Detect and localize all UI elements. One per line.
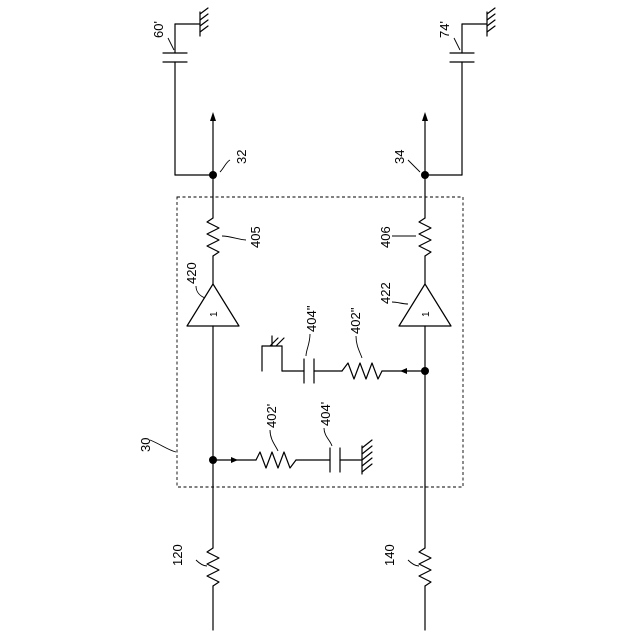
label-34: 34 xyxy=(392,150,407,164)
arrow-to-402p xyxy=(231,457,238,463)
label-402p: 402' xyxy=(264,404,279,428)
buffer-422-symbol: 1 xyxy=(421,311,432,317)
buffer-420: 1 xyxy=(187,284,239,326)
resistor-140 xyxy=(419,485,431,630)
resistor-405 xyxy=(207,218,219,256)
label-74p: 74' xyxy=(437,21,452,38)
buffer-422: 1 xyxy=(399,284,451,326)
label-404p: 404' xyxy=(318,402,333,426)
resistor-120 xyxy=(207,485,219,630)
leader-422 xyxy=(392,302,408,304)
label-402pp: 402'' xyxy=(348,307,363,334)
leader-402p xyxy=(270,430,278,451)
leader-405 xyxy=(222,236,246,240)
label-420: 420 xyxy=(184,262,199,284)
ground-60p-icon xyxy=(175,8,208,36)
capacitor-74p xyxy=(450,24,474,62)
leader-140 xyxy=(408,560,419,566)
buffer-420-symbol: 1 xyxy=(209,311,220,317)
label-140: 140 xyxy=(382,544,397,566)
label-405: 405 xyxy=(248,226,263,248)
label-30: 30 xyxy=(138,438,153,452)
label-404pp: 404'' xyxy=(304,305,319,332)
resistor-402p xyxy=(256,452,330,468)
ground-404pp-icon xyxy=(262,336,284,371)
output-arrow-34-head xyxy=(422,112,428,121)
leader-74p xyxy=(454,38,460,50)
leader-404p xyxy=(324,428,332,446)
ground-404p-icon xyxy=(362,440,372,474)
capacitor-404p xyxy=(330,448,362,472)
ground-74p-icon xyxy=(462,8,495,36)
leader-60p xyxy=(168,38,174,50)
leader-420 xyxy=(196,286,205,298)
resistor-402pp xyxy=(314,363,382,379)
arrow-to-402pp xyxy=(400,368,407,374)
capacitor-60p xyxy=(163,24,187,62)
leader-34 xyxy=(408,160,420,172)
label-32: 32 xyxy=(234,150,249,164)
capacitor-404pp xyxy=(282,359,314,383)
leader-404pp xyxy=(306,334,310,356)
leader-30 xyxy=(150,440,176,452)
label-60p: 60' xyxy=(151,21,166,38)
resistor-406 xyxy=(419,218,431,256)
leader-120 xyxy=(196,560,207,566)
label-422: 422 xyxy=(378,282,393,304)
module-30-boundary xyxy=(177,197,463,487)
label-120: 120 xyxy=(170,544,185,566)
output-arrow-32-head xyxy=(210,112,216,121)
leader-32 xyxy=(220,160,230,172)
label-406: 406 xyxy=(378,226,393,248)
leader-402pp xyxy=(356,336,362,358)
